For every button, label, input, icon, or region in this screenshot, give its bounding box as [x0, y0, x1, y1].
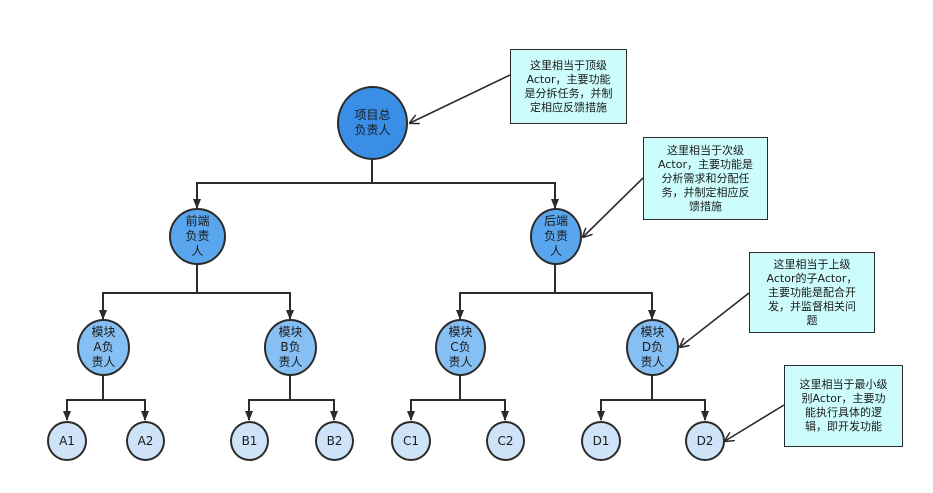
node-c2: C2	[486, 421, 525, 461]
arrow-note-top	[410, 74, 511, 123]
node-label: 项目总 负责人	[354, 108, 391, 137]
node-label: 后端 负责 人	[543, 214, 568, 258]
edge-modA-a1	[63, 375, 104, 421]
note-upper-actor: 这里相当于上级 Actor的子Actor， 主要功能是配合开 发，并监督相关问 …	[749, 252, 875, 333]
node-label: A1	[59, 433, 75, 448]
node-label: C1	[402, 433, 419, 448]
node-d2: D2	[685, 421, 725, 461]
node-label: A2	[137, 433, 154, 448]
node-label: 模块 B负 责人	[278, 325, 303, 369]
node-module-a: 模块 A负 责人	[77, 319, 130, 376]
node-label: 模块 D负 责人	[640, 325, 665, 369]
node-a1: A1	[47, 421, 87, 461]
arrow-note-upper	[680, 292, 750, 347]
note-lowest-actor: 这里相当于最小级 别Actor，主要功 能执行具体的逻 辑，即开发功能	[784, 365, 903, 447]
edge-backend-modD	[555, 292, 656, 320]
edge-modB-b1	[245, 375, 291, 421]
node-project-lead: 项目总 负责人	[337, 86, 408, 160]
node-label: D1	[592, 433, 610, 448]
edge-modC-c2	[460, 399, 509, 421]
note-top-actor: 这里相当于顶级 Actor，主要功能 是分拆任务，并制 定相应反馈措施	[510, 49, 627, 124]
edge-modB-b2	[290, 399, 338, 421]
node-label: 前端 负责 人	[185, 214, 210, 258]
node-label: 模块 A负 责人	[91, 325, 116, 369]
node-b2: B2	[315, 421, 354, 461]
node-label: B1	[241, 433, 258, 448]
edge-modD-d2	[652, 399, 709, 421]
node-module-d: 模块 D负 责人	[626, 319, 679, 376]
edge-modD-d1	[597, 375, 653, 421]
arrow-note-second	[583, 177, 644, 237]
node-module-b: 模块 B负 责人	[264, 319, 317, 376]
note-text: 这里相当于次级 Actor，主要功能是 分析需求和分配任 务，并制定相应反 馈措…	[658, 143, 753, 213]
node-b1: B1	[230, 421, 269, 461]
edge-root-frontend	[193, 160, 373, 209]
edge-root-backend	[372, 182, 559, 209]
arrow-note-lowest	[725, 404, 785, 441]
edge-modA-a2	[103, 399, 149, 421]
node-label: 模块 C负 责人	[448, 325, 473, 369]
note-second-actor: 这里相当于次级 Actor，主要功能是 分析需求和分配任 务，并制定相应反 馈措…	[643, 137, 768, 220]
note-text: 这里相当于最小级 别Actor，主要功 能执行具体的逻 辑，即开发功能	[799, 378, 888, 433]
note-text: 这里相当于顶级 Actor，主要功能 是分拆任务，并制 定相应反馈措施	[524, 58, 613, 114]
node-module-c: 模块 C负 责人	[435, 319, 486, 376]
node-a2: A2	[126, 421, 165, 461]
node-backend-lead: 后端 负责 人	[530, 208, 582, 265]
edge-backend-modC	[456, 264, 556, 320]
node-frontend-lead: 前端 负责 人	[169, 208, 226, 265]
edge-modC-c1	[407, 375, 461, 421]
node-label: B2	[326, 433, 343, 448]
node-c1: C1	[391, 421, 431, 461]
node-label: C2	[497, 433, 514, 448]
node-d1: D1	[581, 421, 621, 461]
node-label: D2	[696, 433, 714, 448]
edge-frontend-modB	[197, 292, 294, 320]
note-text: 这里相当于上级 Actor的子Actor， 主要功能是配合开 发，并监督相关问 …	[766, 257, 858, 327]
edge-frontend-modA	[99, 264, 198, 320]
